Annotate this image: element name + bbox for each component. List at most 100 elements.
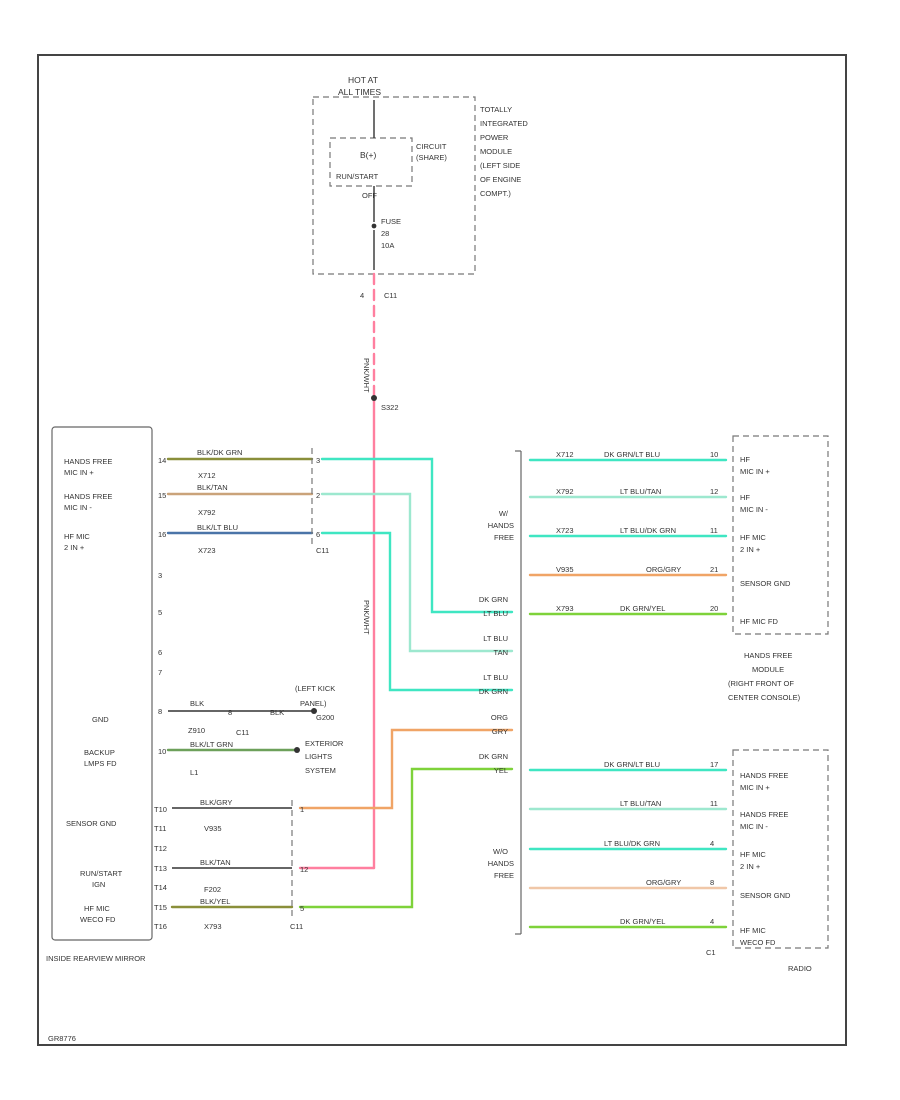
radio-0-l1: HANDS FREE bbox=[740, 771, 788, 780]
radio-3-l1: SENSOR GND bbox=[740, 891, 791, 900]
mirror-spare-1: 5 bbox=[158, 608, 162, 617]
backup-node bbox=[294, 747, 300, 753]
mirror-gnd-label: GND bbox=[92, 715, 109, 724]
mirror-pin14: 14 bbox=[158, 456, 166, 465]
splice-top-1: W/ bbox=[499, 509, 509, 518]
radio-1-l2: MIC IN - bbox=[740, 822, 768, 831]
mirror-backup-wire: BLK/LT GRN bbox=[190, 740, 233, 749]
mirror-gnd-clabel: C11 bbox=[236, 728, 249, 737]
mirror-conn-label: C11 bbox=[316, 546, 329, 555]
tipm-conn-pin: 4 bbox=[360, 291, 364, 300]
ground-node bbox=[311, 708, 317, 714]
hf-title-1: MODULE bbox=[752, 665, 784, 674]
hf-1-circ: X792 bbox=[556, 487, 574, 496]
hf-1-l2: MIC IN - bbox=[740, 505, 768, 514]
mirror-circ16: X723 bbox=[198, 546, 216, 555]
hf-3-l1: SENSOR GND bbox=[740, 579, 791, 588]
mirror-bottom-conn: C11 bbox=[290, 922, 303, 931]
radio-2-l1: HF MIC bbox=[740, 850, 766, 859]
mirror-backup-pin: 10 bbox=[158, 747, 166, 756]
tipm-title-4: (LEFT SIDE bbox=[480, 161, 520, 170]
hf-0-pin: 10 bbox=[710, 450, 718, 459]
radio-conn: C1 bbox=[706, 948, 716, 957]
wire-sensor-harness bbox=[298, 728, 514, 810]
splice-label: S322 bbox=[381, 403, 399, 412]
hf-2-pin: 11 bbox=[710, 526, 718, 535]
hf-title-2: (RIGHT FRONT OF bbox=[728, 679, 794, 688]
mirror-spare-3: 7 bbox=[158, 668, 162, 677]
splice-node bbox=[371, 395, 377, 401]
tipm-all-times: ALL TIMES bbox=[338, 87, 381, 97]
mirror-pin16: 16 bbox=[158, 530, 166, 539]
hf-4-l1: HF MIC FD bbox=[740, 617, 778, 626]
mirror-spare-0: 3 bbox=[158, 571, 162, 580]
splice-mid-0-l2: LT BLU bbox=[483, 609, 508, 618]
mirror-gnd-wire: BLK bbox=[190, 699, 204, 708]
hf-3-wire: ORG/GRY bbox=[646, 565, 681, 574]
radio-0-wire: DK GRN/LT BLU bbox=[604, 760, 660, 769]
mirror-pin14-label2: MIC IN + bbox=[64, 468, 94, 477]
radio-3-pin: 8 bbox=[710, 878, 714, 887]
mirror-gnd-cpin: 8 bbox=[228, 708, 232, 717]
footer-code: GR8776 bbox=[48, 1034, 76, 1043]
mirror-spare-2: 6 bbox=[158, 648, 162, 657]
mirror-hf-2: WECO FD bbox=[80, 915, 116, 924]
radio-1-l1: HANDS FREE bbox=[740, 810, 788, 819]
mirror-pin15: 15 bbox=[158, 491, 166, 500]
ground-label-3: G200 bbox=[316, 713, 334, 722]
mirror-sensor-pin: T10 bbox=[154, 805, 167, 814]
radio-2-wire: LT BLU/DK GRN bbox=[604, 839, 660, 848]
mirror-pin16-label1: HF MIC bbox=[64, 532, 90, 541]
page-border bbox=[37, 54, 847, 1046]
mirror-rpin-0: 1 bbox=[300, 805, 304, 814]
radio-4-l2: WECO FD bbox=[740, 938, 776, 947]
mirror-rpin-1: 12 bbox=[300, 865, 308, 874]
fuse-label-1: FUSE bbox=[381, 217, 401, 226]
mirror-t12: T12 bbox=[154, 844, 167, 853]
wire-15-harness bbox=[320, 492, 514, 653]
mirror-title: INSIDE REARVIEW MIRROR bbox=[46, 954, 146, 963]
tipm-relay-box bbox=[329, 137, 413, 187]
mirror-rpin-2: 5 bbox=[300, 904, 304, 913]
mirror-cpin16: 6 bbox=[316, 530, 320, 539]
hf-1-pin: 12 bbox=[710, 487, 718, 496]
fuse-label-2: 28 bbox=[381, 229, 389, 238]
mirror-backup-circ: L1 bbox=[190, 768, 198, 777]
mirror-circ14: X712 bbox=[198, 471, 216, 480]
mirror-gnd-circ: Z910 bbox=[188, 726, 205, 735]
hf-0-wire: DK GRN/LT BLU bbox=[604, 450, 660, 459]
mirror-backup-1: BACKUP bbox=[84, 748, 115, 757]
tipm-title-5: OF ENGINE bbox=[480, 175, 521, 184]
splice-mid-2-l1: LT BLU bbox=[483, 673, 508, 682]
splice-bot-1: W/O bbox=[493, 847, 508, 856]
radio-3-wire: ORG/GRY bbox=[646, 878, 681, 887]
splice-mid-0-l1: DK GRN bbox=[479, 595, 508, 604]
wire-14-harness bbox=[320, 457, 514, 614]
backup-dest-1: EXTERIOR bbox=[305, 739, 344, 748]
hf-1-wire: LT BLU/TAN bbox=[620, 487, 661, 496]
mirror-pin14-label1: HANDS FREE bbox=[64, 457, 112, 466]
mirror-hf-pin2: T16 bbox=[154, 922, 167, 931]
splice-mid-4-l1: DK GRN bbox=[479, 752, 508, 761]
hf-module-box bbox=[732, 435, 829, 635]
wire-16-harness bbox=[320, 531, 514, 692]
pink-wire-label-mid: PNK/WHT bbox=[362, 600, 371, 635]
mirror-gnd-wire2: BLK bbox=[270, 708, 284, 717]
splice-mid-2-l2: DK GRN bbox=[479, 687, 508, 696]
tipm-circuit-2: (SHARE) bbox=[416, 153, 447, 162]
mirror-cpin14: 3 bbox=[316, 456, 320, 465]
tipm-title-2: POWER bbox=[480, 133, 509, 142]
backup-dest-3: SYSTEM bbox=[305, 766, 336, 775]
splice-mid-1-l2: TAN bbox=[494, 648, 508, 657]
backup-dest-2: LIGHTS bbox=[305, 752, 332, 761]
hf-2-l2: 2 IN + bbox=[740, 545, 761, 554]
radio-0-pin: 17 bbox=[710, 760, 718, 769]
radio-box bbox=[732, 749, 829, 949]
hf-title-0: HANDS FREE bbox=[744, 651, 792, 660]
mirror-pin16-label2: 2 IN + bbox=[64, 543, 85, 552]
hf-3-circ: V935 bbox=[556, 565, 574, 574]
tipm-title-3: MODULE bbox=[480, 147, 512, 156]
radio-1-wire: LT BLU/TAN bbox=[620, 799, 661, 808]
hf-0-circ: X712 bbox=[556, 450, 574, 459]
